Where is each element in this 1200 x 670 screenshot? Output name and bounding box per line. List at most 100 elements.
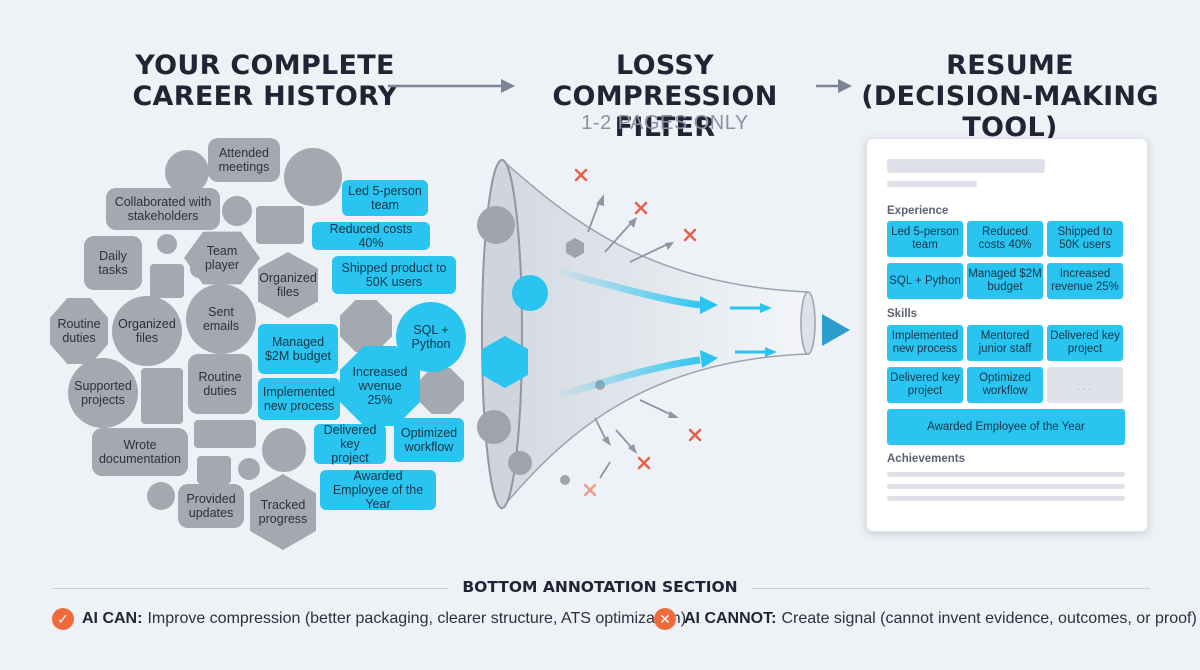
gray-circle-shape <box>284 148 342 206</box>
gray-octagon-shape <box>418 368 464 414</box>
header-career-history: YOUR COMPLETE CAREER HISTORY <box>130 50 400 112</box>
particle-gray <box>477 410 511 444</box>
particle-blue <box>512 275 548 311</box>
career-item-optimized-workflow: Optimized workflow <box>394 418 464 462</box>
resume-name-placeholder <box>887 159 1045 173</box>
header-resume-line1: RESUME <box>946 50 1074 81</box>
resume-text-line <box>887 472 1125 477</box>
career-item-supported-projects: Supported projects <box>68 358 138 428</box>
gray-circle-shape <box>238 458 260 480</box>
particle-gray-hex <box>566 238 584 258</box>
career-item-reduced-costs: Reduced costs 40% <box>312 222 430 250</box>
career-item-daily-tasks: Daily tasks <box>84 236 142 290</box>
resume-tile: Reduced costs 40% <box>967 221 1043 257</box>
career-item-organized-files-1: Organized files <box>258 252 318 318</box>
red-x-icon <box>574 168 588 182</box>
flow-arrow-head <box>700 350 718 368</box>
resume-tile: Optimized workflow <box>967 367 1043 403</box>
check-circle-icon: ✓ <box>52 608 74 630</box>
flow-arrow-head <box>765 347 777 357</box>
resume-award-tile: Awarded Employee of the Year <box>887 409 1125 445</box>
annotation-ai-cannot: ✕ AI CANNOT: Create signal (cannot inven… <box>654 608 1197 630</box>
career-item-implemented-process: Implemented new process <box>258 378 340 420</box>
career-item-tracked-progress: Tracked progress <box>250 474 316 550</box>
career-item-shipped-product: Shipped product to 50K users <box>332 256 456 294</box>
particle-gray <box>560 475 570 485</box>
red-x-icon <box>688 428 702 442</box>
gray-square-shape <box>197 456 231 484</box>
header-filter-line1: LOSSY <box>616 50 714 81</box>
annotation-title: BOTTOM ANNOTATION SECTION <box>0 578 1200 597</box>
resume-tile: Shipped to 50K users <box>1047 221 1123 257</box>
career-item-routine-duties-1: Routine duties <box>50 298 108 364</box>
funnel-body <box>501 158 809 511</box>
resume-empty-slot: ... <box>1047 367 1123 403</box>
flow-arrow <box>558 356 701 399</box>
gray-square-shape <box>141 368 183 424</box>
funnel-spout <box>800 291 816 355</box>
arrow-right-icon <box>388 79 515 93</box>
gray-circle-shape <box>222 196 252 226</box>
career-item-team-player: Team player <box>184 231 260 285</box>
particle-gray <box>508 451 532 475</box>
header-career-line2: CAREER HISTORY <box>132 81 398 112</box>
career-item-sent-emails: Sent emails <box>186 284 256 354</box>
red-x-icon <box>683 228 697 242</box>
career-item-increased-revenue: Increased wvenue 25% <box>340 346 420 426</box>
flow-arrow-head <box>700 296 718 314</box>
resume-text-line <box>887 496 1125 501</box>
resume-skills-label: Skills <box>887 308 918 320</box>
career-item-led-team: Led 5-person team <box>342 180 428 216</box>
career-item-organized-files-2: Organized files <box>112 296 182 366</box>
header-compression-filter: LOSSY COMPRESSION FILTER <box>520 50 810 143</box>
funnel-mouth <box>481 159 523 509</box>
career-item-collaborated: Collaborated with stakeholders <box>106 188 220 230</box>
resume-achievements-label: Achievements <box>887 453 965 465</box>
gray-square-shape <box>194 420 256 448</box>
particle-gray <box>595 380 605 390</box>
resume-tile: Led 5-person team <box>887 221 963 257</box>
career-item-provided-updates: Provided updates <box>178 484 244 528</box>
x-circle-icon: ✕ <box>654 608 676 630</box>
header-resume: RESUME (DECISION-MAKING TOOL) <box>860 50 1160 143</box>
resume-tile: SQL + Python <box>887 263 963 299</box>
red-x-icon <box>637 456 651 470</box>
header-career-line1: YOUR COMPLETE <box>135 50 395 81</box>
resume-card: Experience Led 5-person team Reduced cos… <box>866 138 1148 532</box>
resume-tile: Delivered key project <box>1047 325 1123 361</box>
career-item-attended-meetings: Attended meetings <box>208 138 280 182</box>
career-item-delivered-key-project: Delivered key project <box>314 423 386 465</box>
folder-icon <box>256 206 304 244</box>
particle-blue-hex <box>482 336 528 388</box>
gray-circle-shape <box>165 150 209 194</box>
flow-arrow <box>559 268 701 309</box>
gray-octagon-shape <box>340 300 392 352</box>
header-filter-subtitle: 1-2 PAGES ONLY <box>581 112 749 134</box>
header-resume-line2: (DECISION-MAKING TOOL) <box>861 81 1159 143</box>
resume-subtitle-placeholder <box>887 181 977 187</box>
ai-cannot-text: Create signal (cannot invent evidence, o… <box>781 610 1197 627</box>
ai-can-label: AI CAN: <box>82 610 143 627</box>
red-x-icon <box>583 483 597 497</box>
career-item-routine-duties-2: Routine duties <box>188 354 252 414</box>
resume-tile: Increased revenue 25% <box>1047 263 1123 299</box>
career-item-awarded-employee: Awarded Employee of the Year <box>320 469 436 511</box>
main-output-arrow-head <box>822 314 850 346</box>
header-filter-line2: COMPRESSION FILTER <box>552 81 778 143</box>
career-item-managed-budget: Managed $2M budget <box>258 324 338 374</box>
ai-cannot-label: AI CANNOT: <box>684 610 777 627</box>
resume-tile: Implemented new process <box>887 325 963 361</box>
red-x-icon <box>634 201 648 215</box>
resume-tile: Managed $2M budget <box>967 263 1043 299</box>
gray-circle-shape <box>157 234 177 254</box>
resume-tile: Delivered key project <box>887 367 963 403</box>
gray-circle-shape <box>147 482 175 510</box>
resume-tile: Mentored junior staff <box>967 325 1043 361</box>
annotation-title-text: BOTTOM ANNOTATION SECTION <box>448 578 752 596</box>
resume-experience-label: Experience <box>887 205 949 217</box>
particle-gray <box>477 206 515 244</box>
gray-circle-shape <box>262 428 306 472</box>
resume-text-line <box>887 484 1125 489</box>
annotation-ai-can: ✓ AI CAN: Improve compression (better pa… <box>52 608 686 630</box>
gray-square-shape <box>150 264 184 298</box>
